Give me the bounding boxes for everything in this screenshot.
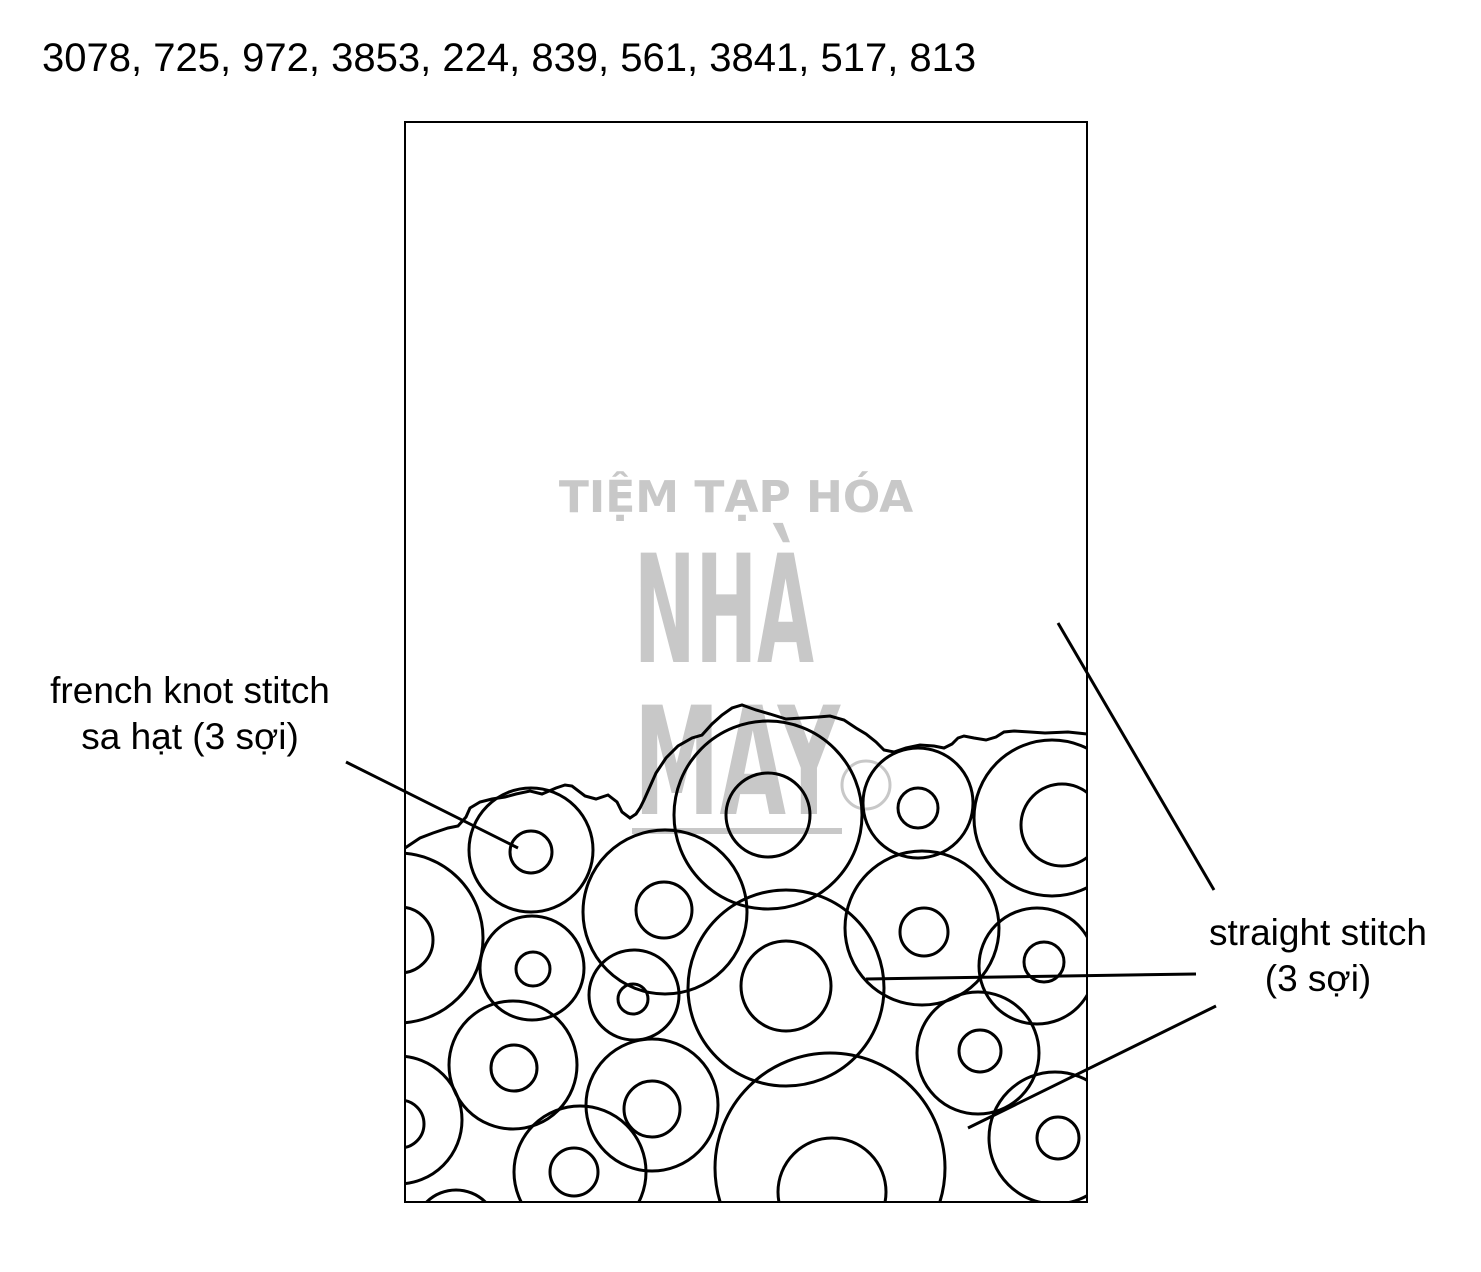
circle-inner bbox=[898, 906, 950, 958]
watermark-line2: NHÀ bbox=[634, 523, 814, 698]
yarn-ball-icon bbox=[840, 759, 892, 811]
circle-group bbox=[405, 719, 1087, 1202]
circle-inner bbox=[616, 982, 650, 1016]
straight-stitch-label-line1: straight stitch bbox=[1209, 912, 1427, 953]
circle-inner bbox=[489, 1043, 539, 1093]
circle-inner bbox=[896, 786, 940, 830]
straight-stitch-label-line2: (3 sợi) bbox=[1264, 958, 1372, 999]
circle-inner bbox=[739, 939, 833, 1033]
circle-inner bbox=[508, 829, 554, 875]
watermark-line1: TIỆM TẠP HÓA bbox=[559, 470, 913, 523]
circle-outer bbox=[581, 828, 749, 996]
watermark-logo: TIỆM TẠP HÓA NHÀ MAY bbox=[559, 470, 913, 850]
circle-outer bbox=[584, 1037, 720, 1173]
floss-color-list: 3078, 725, 972, 3853, 224, 839, 561, 384… bbox=[42, 36, 977, 80]
circle-outer bbox=[915, 990, 1041, 1116]
circle-inner bbox=[1022, 940, 1066, 984]
circle-outer bbox=[424, 1188, 488, 1202]
circle-outer bbox=[861, 746, 975, 860]
circle-outer bbox=[447, 999, 579, 1131]
circle-outer bbox=[512, 1104, 648, 1202]
circle-outer bbox=[672, 719, 864, 911]
circle-inner bbox=[724, 771, 812, 859]
circle-inner bbox=[622, 1079, 682, 1139]
ground-outline bbox=[404, 703, 1088, 850]
circle-inner bbox=[548, 1146, 600, 1198]
circle-outer bbox=[843, 849, 1001, 1007]
circle-outer bbox=[686, 888, 886, 1088]
circle-outer bbox=[713, 1051, 947, 1202]
circle-inner bbox=[514, 950, 552, 988]
leader-line-straight-upper bbox=[1056, 622, 1216, 891]
circle-inner bbox=[405, 1099, 426, 1149]
leader-line-french-knot bbox=[345, 760, 519, 850]
circle-outer bbox=[467, 786, 595, 914]
circle-inner bbox=[1035, 1115, 1081, 1161]
french-knot-label: french knot stitch sa hạt (3 sợi) bbox=[30, 668, 350, 760]
french-knot-label-line1: french knot stitch bbox=[50, 670, 330, 711]
straight-stitch-label: straight stitch (3 sợi) bbox=[1190, 910, 1446, 1002]
circle-inner bbox=[776, 1136, 888, 1202]
circle-inner bbox=[1019, 782, 1087, 868]
leader-lines bbox=[345, 622, 1217, 1130]
circle-outer bbox=[987, 1070, 1087, 1202]
pattern-frame bbox=[404, 121, 1088, 1203]
circle-inner bbox=[405, 905, 435, 975]
watermark-underline bbox=[632, 828, 842, 834]
circle-outer bbox=[977, 906, 1087, 1026]
leader-line-straight-middle bbox=[865, 972, 1197, 981]
circle-outer bbox=[405, 1054, 464, 1186]
circle-outer bbox=[478, 914, 586, 1022]
circle-outer bbox=[405, 851, 485, 1025]
circle-outer bbox=[972, 738, 1087, 898]
french-knot-label-line2: sa hạt (3 sợi) bbox=[81, 716, 299, 757]
circle-inner bbox=[634, 880, 694, 940]
circle-inner bbox=[957, 1028, 1003, 1074]
leader-line-straight-lower bbox=[967, 1004, 1217, 1130]
